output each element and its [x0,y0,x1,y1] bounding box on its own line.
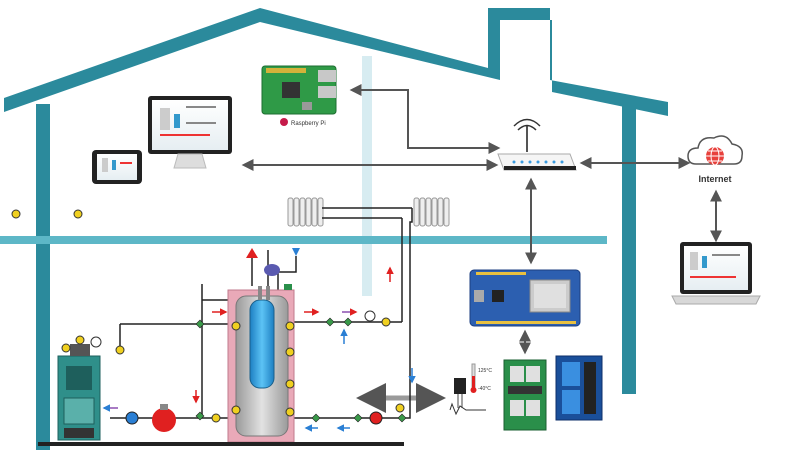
expansion-vessel [152,408,176,432]
right-wall [622,104,636,394]
raspberry-logo-icon [280,118,288,126]
link-router-raspberry [352,90,410,148]
wifi-router [498,120,576,171]
desktop-monitor [148,96,232,168]
expansion-vessel-small [264,264,280,276]
temp-high-label: 125°C [478,368,492,374]
radiator-right [414,198,449,226]
pump-boiler [126,412,138,424]
ground-line [38,442,404,446]
radiator-left [288,198,323,226]
raspberry-label: Raspberry Pi [291,121,326,127]
relay-module-blue [556,356,602,420]
internet-cloud: Internet [688,136,742,184]
temperature-sensor: 125°C -40°C [450,364,492,414]
tablet [92,150,142,184]
temperature-gauge-icon [365,311,375,321]
hot-outlet-arrow-icon [246,248,258,258]
chimney-flue [362,56,372,296]
buffer-tank [228,286,294,442]
laptop [672,242,760,304]
left-wall [36,104,50,450]
cold-inlet-arrow-icon [292,248,300,256]
temp-low-label: -40°C [478,386,491,392]
relay-module-green [504,360,546,430]
pump-heating [370,412,382,424]
nodemcu-board [470,270,580,326]
floor-slab [0,236,607,244]
internet-label: Internet [698,174,731,184]
raspberry-pi: Raspberry Pi [262,66,336,127]
pressure-gauge-icon [91,337,101,347]
